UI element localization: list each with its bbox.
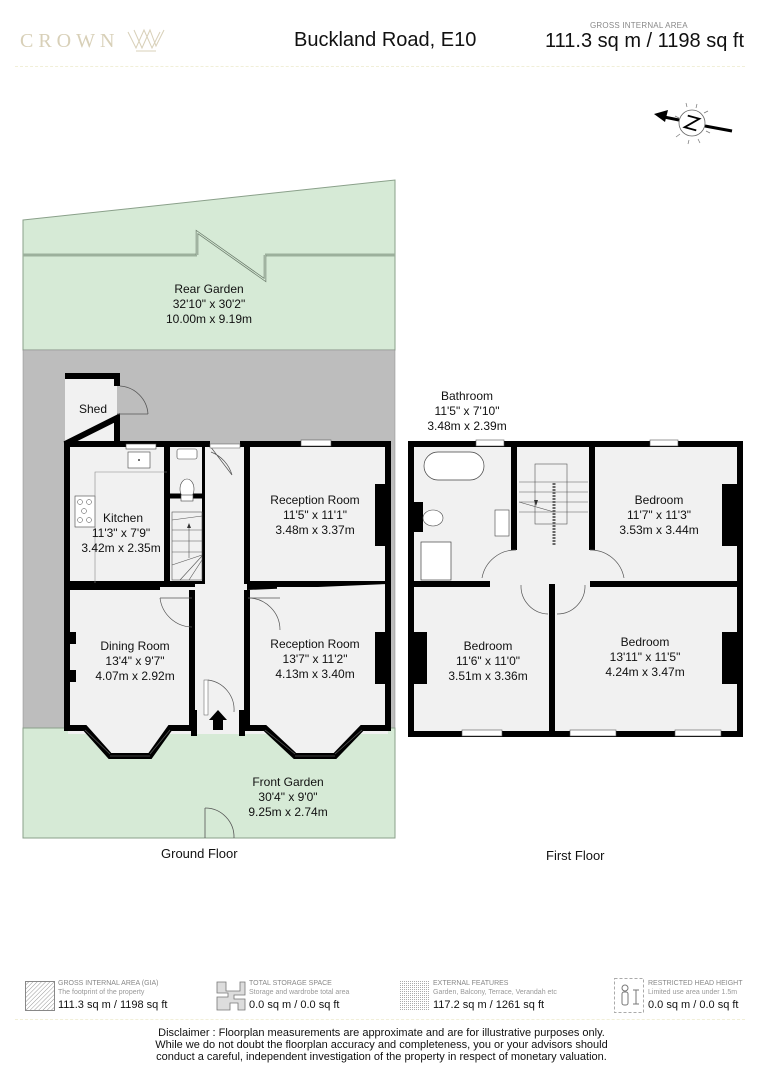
svg-text:11'6" x 11'0": 11'6" x 11'0" — [456, 654, 520, 668]
room-label-shed: Shed — [79, 402, 107, 416]
room-label-bedroom-front-left: Bedroom 11'6" x 11'0" 3.51m x 3.36m — [448, 639, 527, 683]
svg-text:3.53m x 3.44m: 3.53m x 3.44m — [619, 523, 698, 537]
room-label-dining-room: Dining Room 13'4" x 9'7" 4.07m x 2.92m — [95, 639, 174, 683]
svg-text:9.25m x 2.74m: 9.25m x 2.74m — [248, 805, 327, 819]
svg-text:Reception Room: Reception Room — [270, 493, 359, 507]
svg-text:13'11" x 11'5": 13'11" x 11'5" — [610, 650, 681, 664]
svg-text:Kitchen: Kitchen — [103, 511, 143, 525]
svg-text:Dining Room: Dining Room — [100, 639, 169, 653]
room-label-bedroom-front-right: Bedroom 13'11" x 11'5" 4.24m x 3.47m — [605, 635, 684, 679]
svg-text:32'10" x 30'2": 32'10" x 30'2" — [173, 297, 246, 311]
svg-text:Shed: Shed — [79, 402, 107, 416]
svg-text:4.13m x 3.40m: 4.13m x 3.40m — [275, 667, 354, 681]
room-label-kitchen: Kitchen 11'3" x 7'9" 3.42m x 2.35m — [81, 511, 160, 555]
header-divider — [15, 66, 745, 67]
svg-text:Bathroom: Bathroom — [441, 389, 493, 403]
ground-floor-structure — [63, 373, 391, 759]
svg-text:4.07m x 2.92m: 4.07m x 2.92m — [95, 669, 174, 683]
legend-storage: TOTAL STORAGE SPACE Storage and wardrobe… — [216, 978, 396, 1014]
legend-gia: GROSS INTERNAL AREA (GIA) The footprint … — [25, 978, 205, 1014]
room-label-reception-room-rear: Reception Room 11'5" x 11'1" 3.48m x 3.3… — [270, 493, 359, 537]
svg-text:3.48m x 2.39m: 3.48m x 2.39m — [427, 419, 506, 433]
gia-hatch-icon — [25, 981, 55, 1011]
room-label-rear-garden: Rear Garden 32'10" x 30'2" 10.00m x 9.19… — [166, 282, 252, 326]
room-label-front-garden: Front Garden 30'4" x 9'0" 9.25m x 2.74m — [248, 775, 327, 819]
restricted-height-icon — [614, 978, 644, 1013]
gia-label: GROSS INTERNAL AREA — [590, 21, 688, 30]
disclaimer-line-2: While we do not doubt the floorplan accu… — [155, 1039, 608, 1051]
svg-text:3.48m x 3.37m: 3.48m x 3.37m — [275, 523, 354, 537]
svg-text:4.24m x 3.47m: 4.24m x 3.47m — [605, 665, 684, 679]
footer-divider — [15, 1019, 745, 1020]
first-floor-structure — [408, 439, 743, 737]
svg-text:Bedroom: Bedroom — [635, 493, 684, 507]
brand-logo: CROWN — [20, 30, 120, 52]
gia-value: 111.3 sq m / 1198 sq ft — [545, 30, 745, 52]
north-compass-icon — [654, 102, 733, 145]
room-label-reception-room-front: Reception Room 13'7" x 11'2" 4.13m x 3.4… — [270, 637, 359, 681]
ground-floor-label: Ground Floor — [161, 846, 238, 861]
disclaimer-line-1: Disclaimer : Floorplan measurements are … — [158, 1027, 605, 1039]
property-title: Buckland Road, E10 — [294, 29, 477, 51]
svg-text:Reception Room: Reception Room — [270, 637, 359, 651]
svg-text:3.42m x 2.35m: 3.42m x 2.35m — [81, 541, 160, 555]
svg-text:Bedroom: Bedroom — [464, 639, 513, 653]
header: CROWN Buckland Road, E10 GROSS INTERNAL … — [0, 0, 763, 70]
svg-text:Rear Garden: Rear Garden — [174, 282, 243, 296]
external-grid-icon — [400, 981, 430, 1011]
svg-text:Bedroom: Bedroom — [621, 635, 670, 649]
first-floor-label: First Floor — [546, 848, 605, 863]
legend-external: EXTERNAL FEATURES Garden, Balcony, Terra… — [400, 978, 590, 1014]
room-label-bedroom-rear: Bedroom 11'7" x 11'3" 3.53m x 3.44m — [619, 493, 698, 537]
svg-text:30'4" x 9'0": 30'4" x 9'0" — [258, 790, 317, 804]
svg-text:Front Garden: Front Garden — [252, 775, 323, 789]
legend-restricted-height: RESTRICTED HEAD HEIGHT Limited use area … — [614, 978, 754, 1014]
svg-text:11'3" x 7'9": 11'3" x 7'9" — [92, 526, 150, 540]
disclaimer-line-3: conduct a careful, independent investiga… — [156, 1051, 607, 1063]
svg-text:13'7" x 11'2": 13'7" x 11'2" — [283, 652, 348, 666]
disclaimer: Disclaimer : Floorplan measurements are … — [0, 1027, 763, 1063]
svg-text:11'5" x 7'10": 11'5" x 7'10" — [435, 404, 500, 418]
svg-text:11'5" x 11'1": 11'5" x 11'1" — [283, 508, 347, 522]
svg-text:10.00m x 9.19m: 10.00m x 9.19m — [166, 312, 252, 326]
svg-text:3.51m x 3.36m: 3.51m x 3.36m — [448, 669, 527, 683]
storage-icon — [216, 981, 246, 1011]
svg-text:13'4" x 9'7": 13'4" x 9'7" — [105, 654, 164, 668]
svg-text:11'7" x 11'3": 11'7" x 11'3" — [627, 508, 691, 522]
room-label-bathroom: Bathroom 11'5" x 7'10" 3.48m x 2.39m — [427, 389, 506, 433]
crown-logo-icon — [127, 28, 165, 52]
